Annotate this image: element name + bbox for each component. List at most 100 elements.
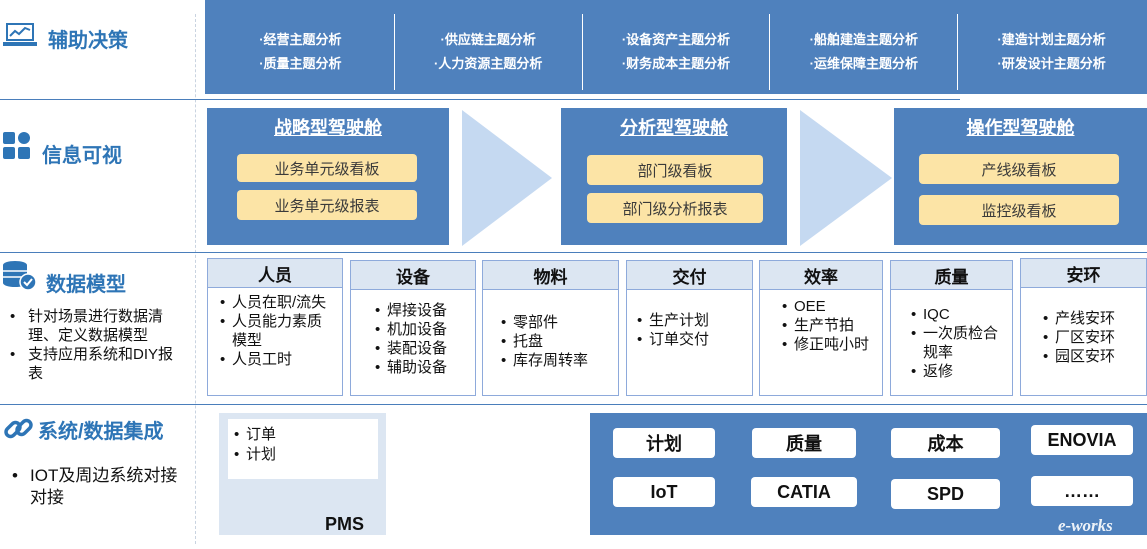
system-spd: SPD [891, 479, 1000, 509]
database-check-icon [2, 260, 38, 292]
cockpit-item: 部门级看板 [587, 155, 763, 185]
data-model-item: 厂区安环 [1043, 328, 1143, 347]
model-bullets: 针对场景进行数据清理、定义数据模型 支持应用系统和DIY报表 [6, 307, 186, 383]
topic-column: ·供应链主题分析 ·人力资源主题分析 [395, 14, 583, 90]
topic-analysis-panel [205, 0, 1147, 94]
cockpit-title: 分析型驾驶舱 [620, 118, 728, 138]
data-model-item: 修正吨小时 [782, 335, 878, 354]
section-title-decision: 辅助决策 [48, 30, 128, 52]
data-model-equipment: 设备 焊接设备 机加设备 装配设备 辅助设备 [350, 260, 476, 396]
link-icon [4, 414, 34, 444]
row-divider [0, 99, 960, 100]
cockpit-item: 部门级分析报表 [587, 193, 763, 223]
data-model-head: 安环 [1021, 259, 1146, 288]
cockpit-operational: 操作型驾驶舱 产线级看板 监控级看板 [894, 108, 1147, 245]
data-model-item: 产线安环 [1043, 309, 1143, 328]
topic-item: ·研发设计主题分析 [997, 56, 1106, 71]
data-model-head: 交付 [627, 261, 752, 290]
cockpit-analytical: 分析型驾驶舱 部门级看板 部门级分析报表 [561, 108, 787, 245]
data-model-items: 零部件 托盘 库存周转率 [501, 313, 615, 370]
pms-list-box: 订单 计划 [228, 419, 378, 479]
integration-bullet: IOT及周边系统对接对接 [8, 465, 183, 509]
system-quality: 质量 [752, 428, 856, 458]
topic-item: ·设备资产主题分析 [621, 32, 731, 47]
pms-item: 计划 [234, 445, 374, 465]
data-model-item: 返修 [911, 362, 1007, 381]
data-model-efficiency: 效率 OEE 生产节拍 修正吨小时 [759, 260, 883, 396]
system-iot: IoT [613, 477, 715, 507]
data-model-head: 质量 [891, 261, 1012, 290]
model-bullet: 针对场景进行数据清理、定义数据模型 [6, 307, 186, 345]
integration-bullets: IOT及周边系统对接对接 [8, 465, 183, 509]
system-catia: CATIA [751, 477, 857, 507]
pms-panel: 订单 计划 PMS [219, 413, 386, 535]
data-model-item: 生产计划 [637, 311, 749, 330]
topic-item: ·经营主题分析 [259, 32, 342, 47]
topic-column: ·建造计划主题分析 ·研发设计主题分析 [958, 14, 1145, 90]
data-model-head: 人员 [208, 259, 342, 288]
data-model-item: 库存周转率 [501, 351, 615, 370]
system-enovia: ENOVIA [1031, 425, 1133, 455]
pms-item: 订单 [234, 425, 374, 445]
data-model-item: 生产节拍 [782, 316, 878, 335]
laptop-chart-icon [3, 22, 37, 48]
data-model-item: IQC [911, 305, 1007, 324]
topic-column: ·经营主题分析 ·质量主题分析 [207, 14, 395, 90]
system-more: …… [1031, 476, 1133, 506]
model-bullet: 支持应用系统和DIY报表 [6, 345, 186, 383]
system-plan: 计划 [613, 428, 715, 458]
topic-item: ·运维保障主题分析 [809, 56, 918, 71]
data-model-item: 焊接设备 [375, 301, 471, 320]
pms-label: PMS [325, 514, 365, 534]
data-model-head: 物料 [483, 261, 618, 290]
data-model-item: 一次质检合规率 [911, 324, 1007, 362]
data-model-material: 物料 零部件 托盘 库存周转率 [482, 260, 619, 396]
data-model-item: 零部件 [501, 313, 615, 332]
data-model-item: 托盘 [501, 332, 615, 351]
data-model-item: 机加设备 [375, 320, 471, 339]
topic-column: ·设备资产主题分析 ·财务成本主题分析 [583, 14, 771, 90]
data-model-item: 辅助设备 [375, 358, 471, 377]
cockpit-title: 操作型驾驶舱 [966, 118, 1075, 138]
data-model-personnel: 人员 人员在职/流失 人员能力素质模型 人员工时 [207, 258, 343, 396]
column-divider [195, 14, 196, 544]
data-model-item: OEE [782, 297, 878, 316]
data-model-safety: 安环 产线安环 厂区安环 园区安环 [1020, 258, 1147, 396]
data-model-delivery: 交付 生产计划 订单交付 [626, 260, 753, 396]
data-model-items: 生产计划 订单交付 [637, 311, 749, 349]
topic-item: ·质量主题分析 [259, 56, 342, 71]
topic-columns: ·经营主题分析 ·质量主题分析 ·供应链主题分析 ·人力资源主题分析 ·设备资产… [207, 14, 1145, 90]
data-model-item: 人员工时 [220, 350, 336, 369]
system-cost: 成本 [891, 428, 1000, 458]
topic-column: ·船舶建造主题分析 ·运维保障主题分析 [770, 14, 959, 90]
row-divider [0, 252, 1147, 253]
topic-item: ·建造计划主题分析 [997, 32, 1106, 47]
data-model-item: 人员能力素质模型 [220, 312, 336, 350]
eworks-watermark: e-works [1058, 516, 1113, 535]
data-model-item: 订单交付 [637, 330, 749, 349]
cockpit-item: 监控级看板 [919, 195, 1119, 225]
flow-arrow [462, 110, 552, 246]
cockpit-item: 业务单元级报表 [237, 190, 417, 220]
pms-items: 订单 计划 [234, 425, 374, 465]
cockpit-item: 产线级看板 [919, 154, 1119, 184]
data-model-item: 装配设备 [375, 339, 471, 358]
data-model-head: 效率 [760, 261, 882, 290]
section-title-model: 数据模型 [46, 274, 126, 296]
dashboard-grid-icon [3, 132, 33, 160]
data-model-items: 人员在职/流失 人员能力素质模型 人员工时 [220, 293, 336, 369]
data-model-item: 园区安环 [1043, 347, 1143, 366]
topic-item: ·财务成本主题分析 [621, 56, 731, 71]
row-divider [0, 404, 1147, 405]
cockpit-title: 战略型驾驶舱 [274, 118, 382, 138]
data-model-item: 人员在职/流失 [220, 293, 336, 312]
data-model-items: IQC 一次质检合规率 返修 [911, 305, 1007, 381]
data-model-items: 产线安环 厂区安环 园区安环 [1043, 309, 1143, 366]
topic-item: ·船舶建造主题分析 [809, 32, 918, 47]
section-title-integration: 系统/数据集成 [38, 421, 164, 443]
cockpit-strategic: 战略型驾驶舱 业务单元级看板 业务单元级报表 [207, 108, 449, 245]
data-model-items: 焊接设备 机加设备 装配设备 辅助设备 [375, 301, 471, 377]
topic-item: ·供应链主题分析 [440, 32, 536, 47]
flow-arrow [800, 110, 892, 246]
data-model-head: 设备 [351, 261, 475, 290]
